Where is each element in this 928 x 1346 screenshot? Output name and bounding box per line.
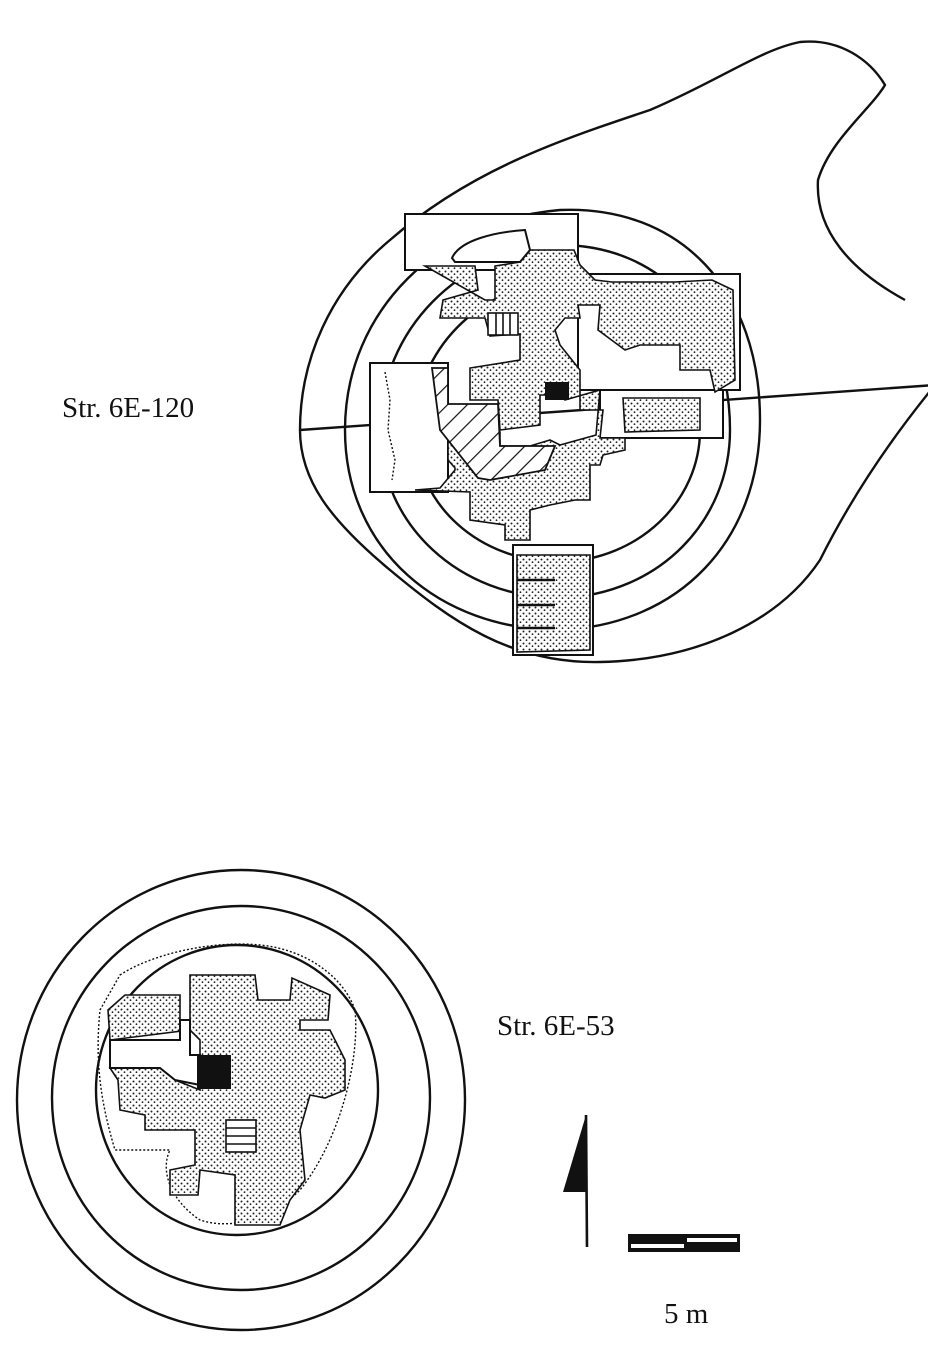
contour-ring-inner [94, 943, 380, 1237]
dotted-platform-edge [97, 943, 357, 1225]
stippled-stairway-south [516, 554, 591, 653]
scale-label: 5 m [664, 1298, 709, 1330]
structure-label-6e-120: Str. 6E-120 [62, 392, 195, 424]
hatched-fill-area [430, 367, 557, 481]
outer-contour [298, 40, 928, 664]
stair-steps-south [517, 578, 555, 630]
plaza-cross-floor [109, 1019, 201, 1087]
stippled-masonry-core [107, 974, 346, 1226]
stair-steps [225, 1119, 257, 1153]
stair-steps-north [487, 312, 519, 336]
west-unit-dotted-edge [384, 371, 396, 481]
structure-6e-120-plan [298, 40, 928, 664]
contour-ring-middle [50, 904, 432, 1292]
solid-feature-black [545, 382, 569, 400]
plaza-floor-north [450, 228, 532, 263]
stippled-masonry-east-terrace [622, 397, 701, 433]
solid-feature-black [197, 1055, 231, 1089]
north-arrow-icon [563, 1114, 589, 1248]
scale-bar-icon [628, 1234, 740, 1252]
contour-ring-outer [15, 868, 467, 1332]
structure-label-6e-53: Str. 6E-53 [497, 1010, 615, 1042]
structure-6e-53-plan [15, 868, 467, 1332]
